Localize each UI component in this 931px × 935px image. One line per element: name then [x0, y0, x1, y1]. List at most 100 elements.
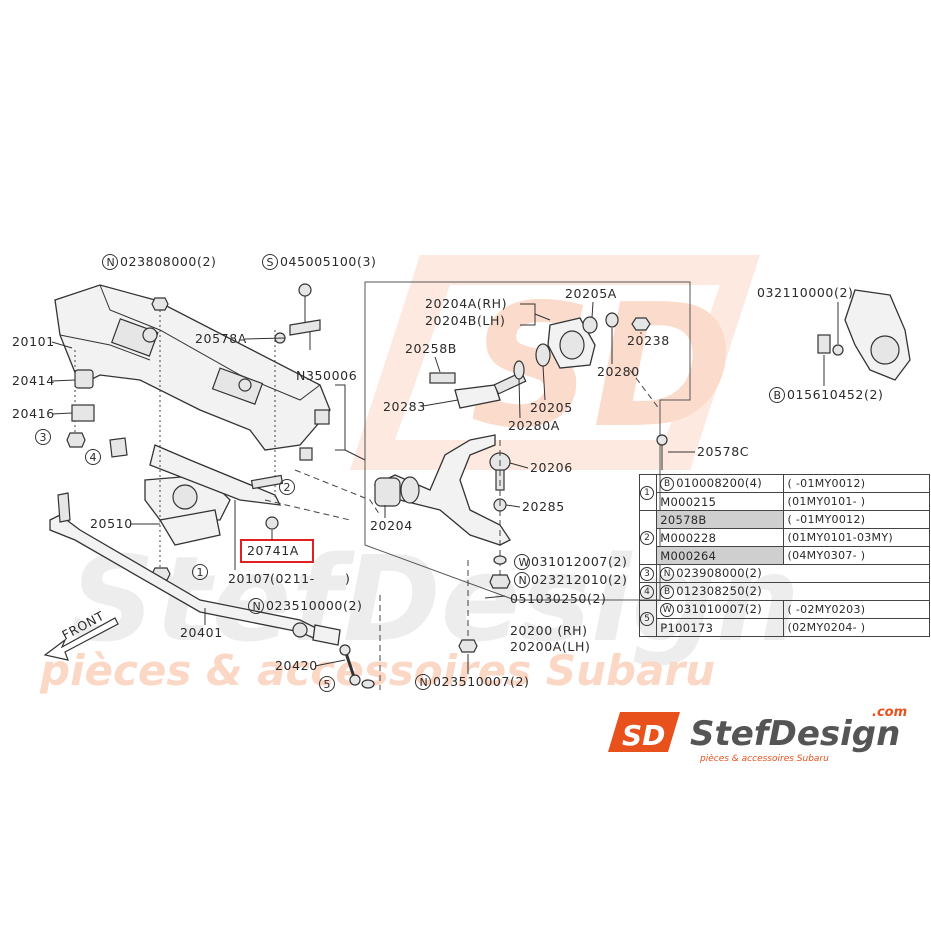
- group-number: 5: [640, 611, 655, 626]
- part-number: 023908000(2): [676, 566, 763, 581]
- group-number: 1: [640, 485, 655, 500]
- svg-text:B: B: [774, 389, 782, 402]
- label-20741A: 20741A: [247, 543, 299, 558]
- logo-domain: .com: [872, 705, 907, 720]
- table-row: M000215 (01MY0101- ): [640, 492, 930, 511]
- svg-text:1: 1: [197, 566, 204, 579]
- part-cell: P100173: [656, 618, 785, 637]
- arrow-icon: [43, 617, 119, 661]
- label-20283: 20283: [383, 399, 426, 414]
- label-20204: 20204: [370, 518, 413, 533]
- part-cell: M000228: [656, 528, 785, 547]
- svg-text:N: N: [420, 676, 429, 689]
- svg-text:3: 3: [40, 431, 47, 444]
- svg-text:5: 5: [324, 678, 331, 691]
- label-045005100: 045005100(3): [280, 254, 376, 269]
- label-032110000: 032110000(2): [757, 285, 853, 300]
- label-20420: 20420: [275, 658, 318, 673]
- part-number: 010008200(4): [676, 476, 763, 491]
- table-row: M000264 (04MY0307- ): [640, 546, 930, 565]
- svg-text:N: N: [107, 256, 116, 269]
- logo-tagline: pièces & accessoires Subaru: [699, 753, 829, 764]
- label-20206: 20206: [530, 460, 573, 475]
- svg-text:N: N: [253, 600, 262, 613]
- label-20107-close: ): [345, 571, 350, 586]
- callouts: N S 3 4 2 1 N 5 N W N B: [35, 254, 785, 692]
- part-number: M000264: [660, 548, 717, 563]
- svg-text:N: N: [519, 574, 528, 587]
- label-20578C: 20578C: [697, 444, 749, 459]
- label-20107: 20107: [228, 571, 271, 586]
- group-number: 3: [640, 566, 655, 581]
- part-number: P100173: [660, 620, 714, 635]
- part-prefix: B: [660, 476, 675, 491]
- control-arm-group: [373, 312, 668, 653]
- group-cell: 4: [638, 582, 658, 601]
- range-cell: (01MY0101-03MY): [783, 528, 930, 547]
- label-20416: 20416: [12, 406, 55, 421]
- brand-logo: SD StefDesign .com pièces & accessoires …: [608, 705, 907, 764]
- label-20238: 20238: [627, 333, 670, 348]
- range-cell: (02MY0204- ): [783, 618, 930, 637]
- label-20280: 20280: [597, 364, 640, 379]
- label-051030250: 051030250(2): [510, 591, 606, 606]
- part-number: 012308250(2): [676, 584, 763, 599]
- label-20200: 20200 (RH): [510, 623, 588, 638]
- table-row: P100173 (02MY0204- ): [640, 618, 930, 637]
- label-20101: 20101: [12, 334, 55, 349]
- label-20200A: 20200A(LH): [510, 639, 590, 654]
- label-20401: 20401: [180, 625, 223, 640]
- label-20204A: 20204A(RH): [425, 296, 507, 311]
- label-023808000: 023808000(2): [120, 254, 216, 269]
- group-number: 4: [640, 584, 655, 599]
- nut-icon: [151, 297, 169, 311]
- bolt-icon: [298, 283, 312, 297]
- group-number: 2: [640, 530, 655, 545]
- label-20280A: 20280A: [508, 418, 560, 433]
- watermark-subtitle: pièces & accessoires Subaru: [39, 646, 715, 695]
- label-031012007: 031012007(2): [531, 554, 627, 569]
- logo-mark-text: SD: [622, 719, 665, 752]
- range-cell: ( -01MY0012): [783, 510, 930, 529]
- bracket-20510: [158, 509, 221, 546]
- label-20107-note: (0211-: [270, 571, 315, 586]
- label-20205A: 20205A: [565, 286, 617, 301]
- label-015610452: 015610452(2): [787, 387, 883, 402]
- label-20414: 20414: [12, 373, 55, 388]
- label-20205: 20205: [530, 400, 573, 415]
- group-cell: 5: [638, 600, 658, 637]
- range-cell: (04MY0307- ): [783, 546, 930, 565]
- steering-knuckle: [844, 289, 911, 381]
- label-20285: 20285: [522, 499, 565, 514]
- label-20510: 20510: [90, 516, 133, 531]
- lower-control-arm: [373, 434, 511, 546]
- range-cell: ( -02MY0203): [783, 600, 930, 619]
- label-023212010: 023212010(2): [531, 572, 627, 587]
- group-cell: 3: [638, 564, 658, 583]
- crossmember: [54, 284, 331, 451]
- svg-text:2: 2: [284, 481, 291, 494]
- part-number: M000215: [660, 494, 717, 509]
- part-cell: M000215: [656, 492, 785, 511]
- label-20258B: 20258B: [405, 341, 457, 356]
- part-number: M000228: [660, 530, 717, 545]
- part-labels: 023808000(2) 045005100(3) 20101 20578A N…: [12, 254, 883, 689]
- label-023510007: 023510007(2): [433, 674, 529, 689]
- part-prefix: N: [660, 566, 675, 581]
- label-20204B: 20204B(LH): [425, 313, 505, 328]
- part-prefix: W: [660, 602, 675, 617]
- label-023510000: 023510000(2): [266, 598, 362, 613]
- logo-mark: [608, 712, 680, 752]
- label-N350006: N350006: [296, 368, 357, 383]
- range-cell: (01MY0101- ): [783, 492, 930, 511]
